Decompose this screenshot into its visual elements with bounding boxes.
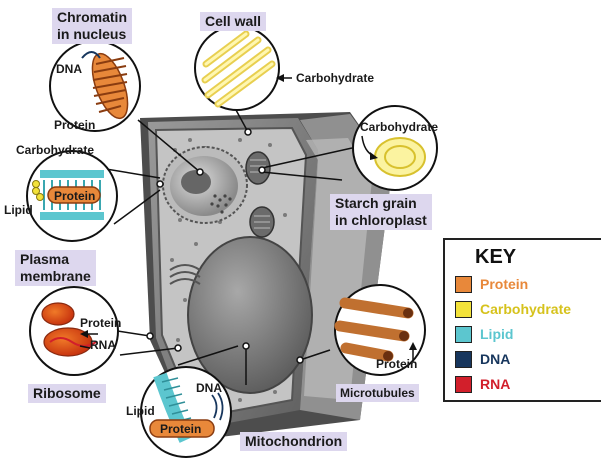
vacuole: [187, 236, 313, 394]
cellulose-fibers: [201, 30, 276, 108]
key-item-lipid: Lipid: [455, 324, 513, 344]
key-label-rna: RNA: [480, 376, 511, 392]
carb-wall-label: Carbohydrate: [296, 71, 375, 85]
carb-membrane-label: Carbohydrate: [16, 143, 95, 157]
protein-swatch: [455, 275, 472, 293]
chloroplasts: [245, 151, 275, 238]
key-label-protein: Protein: [480, 276, 529, 292]
dna-nucleus-label: DNA: [56, 62, 82, 76]
dna-swatch: [455, 350, 472, 368]
starch-callout: [352, 105, 438, 191]
key-item-rna: RNA: [455, 374, 510, 394]
carbohydrate-swatch: [455, 300, 472, 318]
lipid-swatch: [455, 325, 472, 343]
microtubules-label: Microtubules: [336, 384, 419, 402]
protein-microtubule-label: Protein: [376, 357, 418, 371]
callout-anchors: [146, 128, 304, 364]
key-item-dna: DNA: [455, 349, 510, 369]
microtubule-tubes: [334, 297, 414, 362]
key-item-protein: Protein: [455, 274, 528, 294]
protein-mito-label: Protein: [160, 422, 202, 436]
mitochondrion-callout: [140, 366, 232, 458]
microtubule-callout: [334, 284, 426, 376]
carb-starch-label: Carbohydrate: [360, 120, 439, 134]
leader-lines: [97, 109, 353, 385]
carbohydrate-chain: [32, 180, 44, 201]
golgi: [169, 264, 201, 285]
protein-ribosome-label: Protein: [80, 316, 122, 330]
ribosome-callout: [29, 286, 119, 376]
key-label-dna: DNA: [480, 351, 511, 367]
color-key: KEY Protein Carbohydrate Lipid DNA RNA: [443, 238, 601, 402]
rna-swatch: [455, 375, 472, 393]
rna-ribosome-label: RNA: [90, 338, 116, 352]
protein-nucleus-label: Protein: [54, 118, 96, 132]
mito-dna: [211, 392, 224, 421]
ribosome-label: Ribosome: [28, 384, 106, 403]
key-label-carbohydrate: Carbohydrate: [480, 301, 572, 317]
dna-mito-label: DNA: [196, 381, 222, 395]
lipid-mito-label: Lipid: [126, 404, 155, 418]
dna-strand: [81, 51, 101, 59]
nucleus: [162, 146, 248, 224]
key-label-lipid: Lipid: [480, 326, 514, 342]
plant-cell: [140, 112, 392, 440]
membrane-callout: [26, 150, 118, 242]
mitochondrion-label: Mitochondrion: [240, 432, 348, 451]
chromatin-callout: [49, 40, 141, 132]
cell-wall-label: Cell wall: [200, 12, 267, 31]
lipid-membrane-label: Lipid: [4, 203, 33, 217]
protein-membrane-label: Protein: [54, 189, 96, 203]
key-title: KEY: [475, 246, 517, 268]
key-item-carbohydrate: Carbohydrate: [455, 299, 571, 319]
chromatin-coil: [91, 52, 129, 120]
cell-wall-callout: [194, 25, 292, 111]
